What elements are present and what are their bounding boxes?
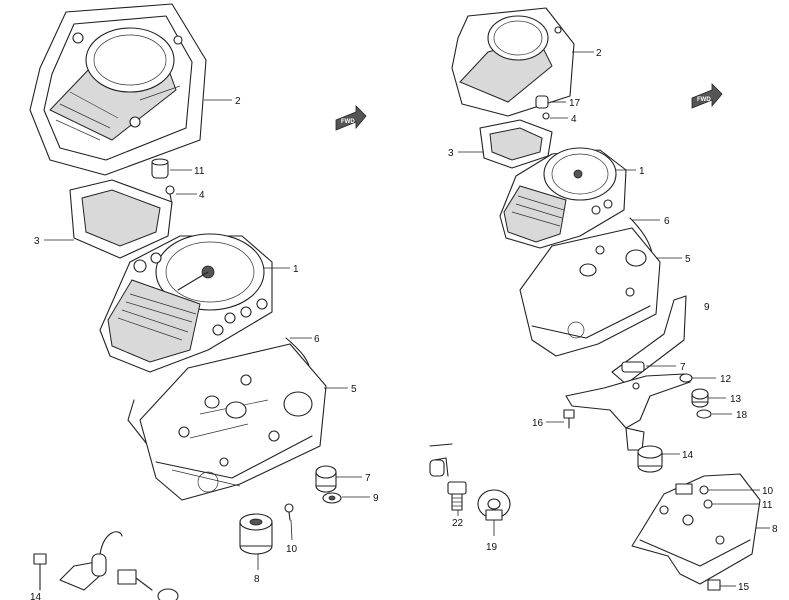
- right-label-19: 19: [486, 542, 498, 553]
- right-bolt-15: [707, 579, 721, 591]
- left-meter-assembly-1: [99, 233, 273, 373]
- left-label-3: 3: [34, 236, 40, 247]
- right-bolt-16: [563, 409, 575, 429]
- right-label-10: 10: [762, 486, 774, 497]
- left-assembly: 2 11 4 3: [29, 3, 379, 600]
- left-grommet-8: [239, 513, 273, 555]
- right-bolt-22: [429, 443, 467, 511]
- left-label-2: 2: [235, 96, 241, 107]
- right-screw-10: [699, 485, 709, 495]
- right-label-8: 8: [772, 524, 778, 535]
- right-forward-text: FWD: [697, 97, 711, 103]
- right-label-7: 7: [680, 362, 686, 373]
- left-bracket-bolts-14: [33, 531, 179, 600]
- left-cushion-7: [315, 465, 337, 493]
- right-meter-cover: [451, 7, 575, 117]
- left-label-7: 7: [365, 473, 371, 484]
- right-assembly: 2 17 4 3 1: [429, 7, 778, 593]
- left-screw-10: [284, 503, 294, 521]
- right-label-13: 13: [730, 394, 742, 405]
- right-label-5: 5: [685, 254, 691, 265]
- right-label-3: 3: [448, 148, 454, 159]
- left-label-10: 10: [286, 544, 298, 555]
- right-grommet-17: [535, 95, 549, 109]
- right-label-6: 6: [664, 216, 670, 227]
- left-label-11: 11: [194, 166, 205, 177]
- right-label-4: 4: [571, 114, 577, 125]
- right-label-1: 1: [639, 166, 645, 177]
- left-forward-arrow: FWD: [335, 105, 367, 131]
- right-screw-4: [542, 112, 550, 120]
- right-label-11: 11: [762, 500, 773, 511]
- right-lower-case-5: [519, 227, 661, 357]
- right-cushion-13: [691, 388, 709, 408]
- left-collar-9: [322, 492, 342, 504]
- right-meter-assembly-1: [499, 147, 627, 249]
- right-label-9: 9: [704, 302, 710, 313]
- left-lower-case-5: [139, 343, 327, 501]
- left-label-1: 1: [293, 264, 299, 275]
- right-label-14: 14: [682, 450, 694, 461]
- left-label-8: 8: [254, 574, 260, 585]
- right-grommet-14: [637, 445, 663, 473]
- left-meter-cover: [29, 3, 207, 176]
- right-grommet-11: [703, 499, 713, 509]
- right-label-22: 22: [452, 518, 464, 529]
- right-label-17: 17: [569, 98, 581, 109]
- left-label-5: 5: [351, 384, 357, 395]
- left-label-4: 4: [199, 190, 205, 201]
- left-label-9: 9: [373, 493, 379, 504]
- left-lens-plate-3: [69, 179, 173, 259]
- left-label-14: 14: [30, 592, 42, 600]
- left-forward-text: FWD: [341, 119, 355, 125]
- right-label-15: 15: [738, 582, 750, 593]
- right-lens-plate-3: [479, 119, 553, 169]
- right-washer-19: [477, 489, 511, 521]
- right-bracket-12: [565, 373, 693, 451]
- right-collar-18: [696, 409, 712, 419]
- left-grommet-11: [151, 158, 169, 179]
- right-label-12: 12: [720, 374, 732, 385]
- right-cushion-7: [621, 361, 645, 373]
- right-label-18: 18: [736, 410, 748, 421]
- right-forward-arrow: FWD: [691, 83, 723, 109]
- right-lower-bracket-8: [631, 473, 761, 585]
- left-label-6: 6: [314, 334, 320, 345]
- right-label-2: 2: [596, 48, 602, 59]
- right-label-16: 16: [532, 418, 544, 429]
